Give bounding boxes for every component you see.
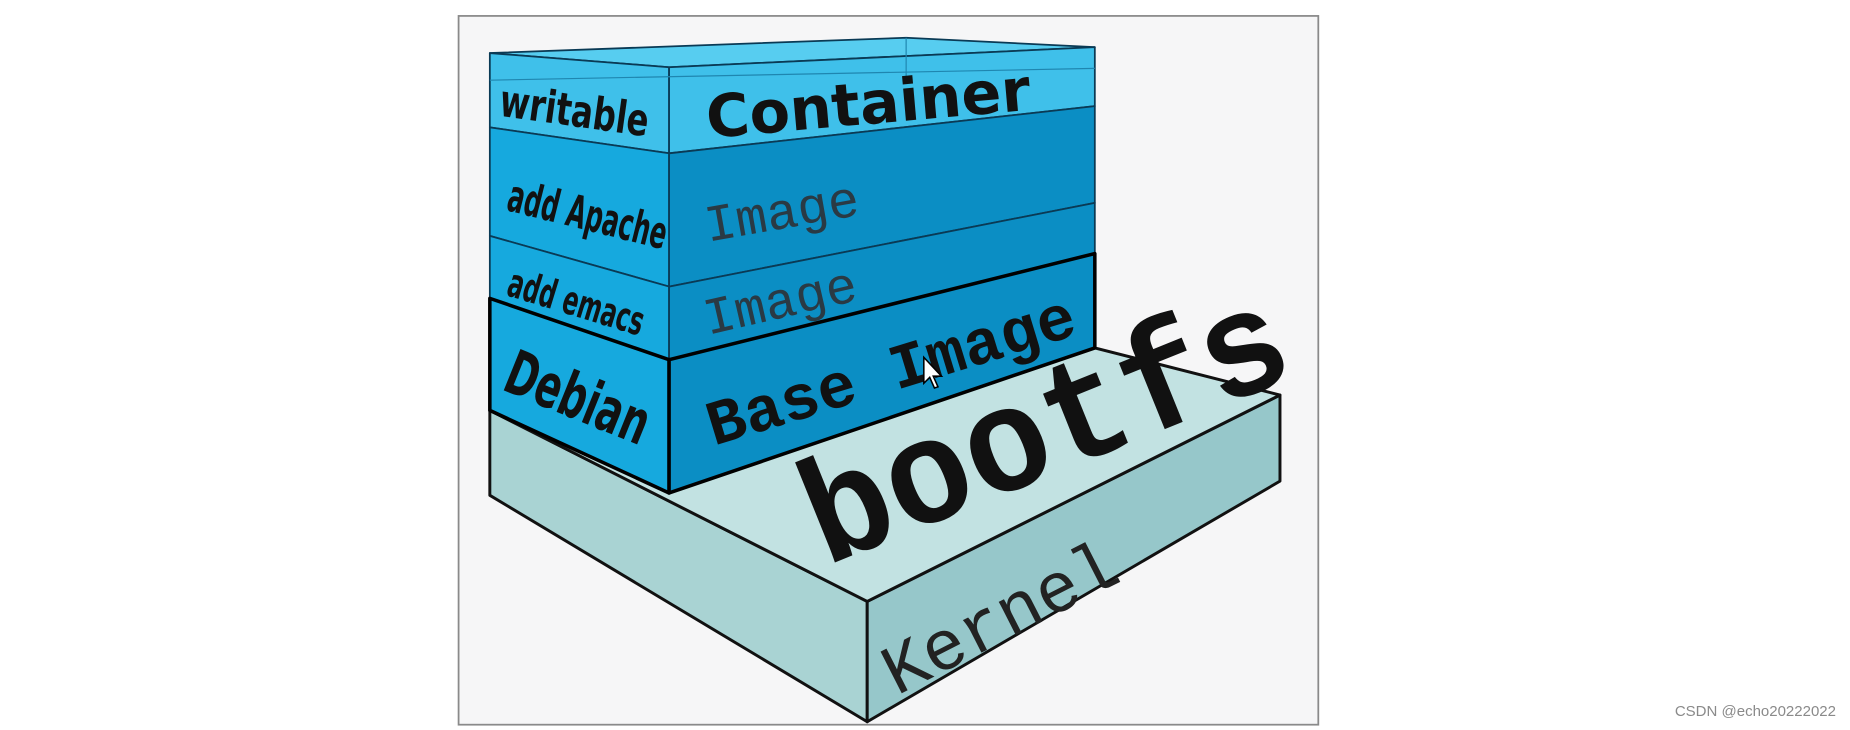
container-fill-line	[489, 67, 1095, 81]
csdn-watermark: CSDN @echo20222022	[1674, 703, 1836, 720]
layer-stack	[488, 36, 1097, 495]
base-front-face	[667, 251, 1097, 495]
mouse-cursor-icon	[923, 355, 944, 389]
